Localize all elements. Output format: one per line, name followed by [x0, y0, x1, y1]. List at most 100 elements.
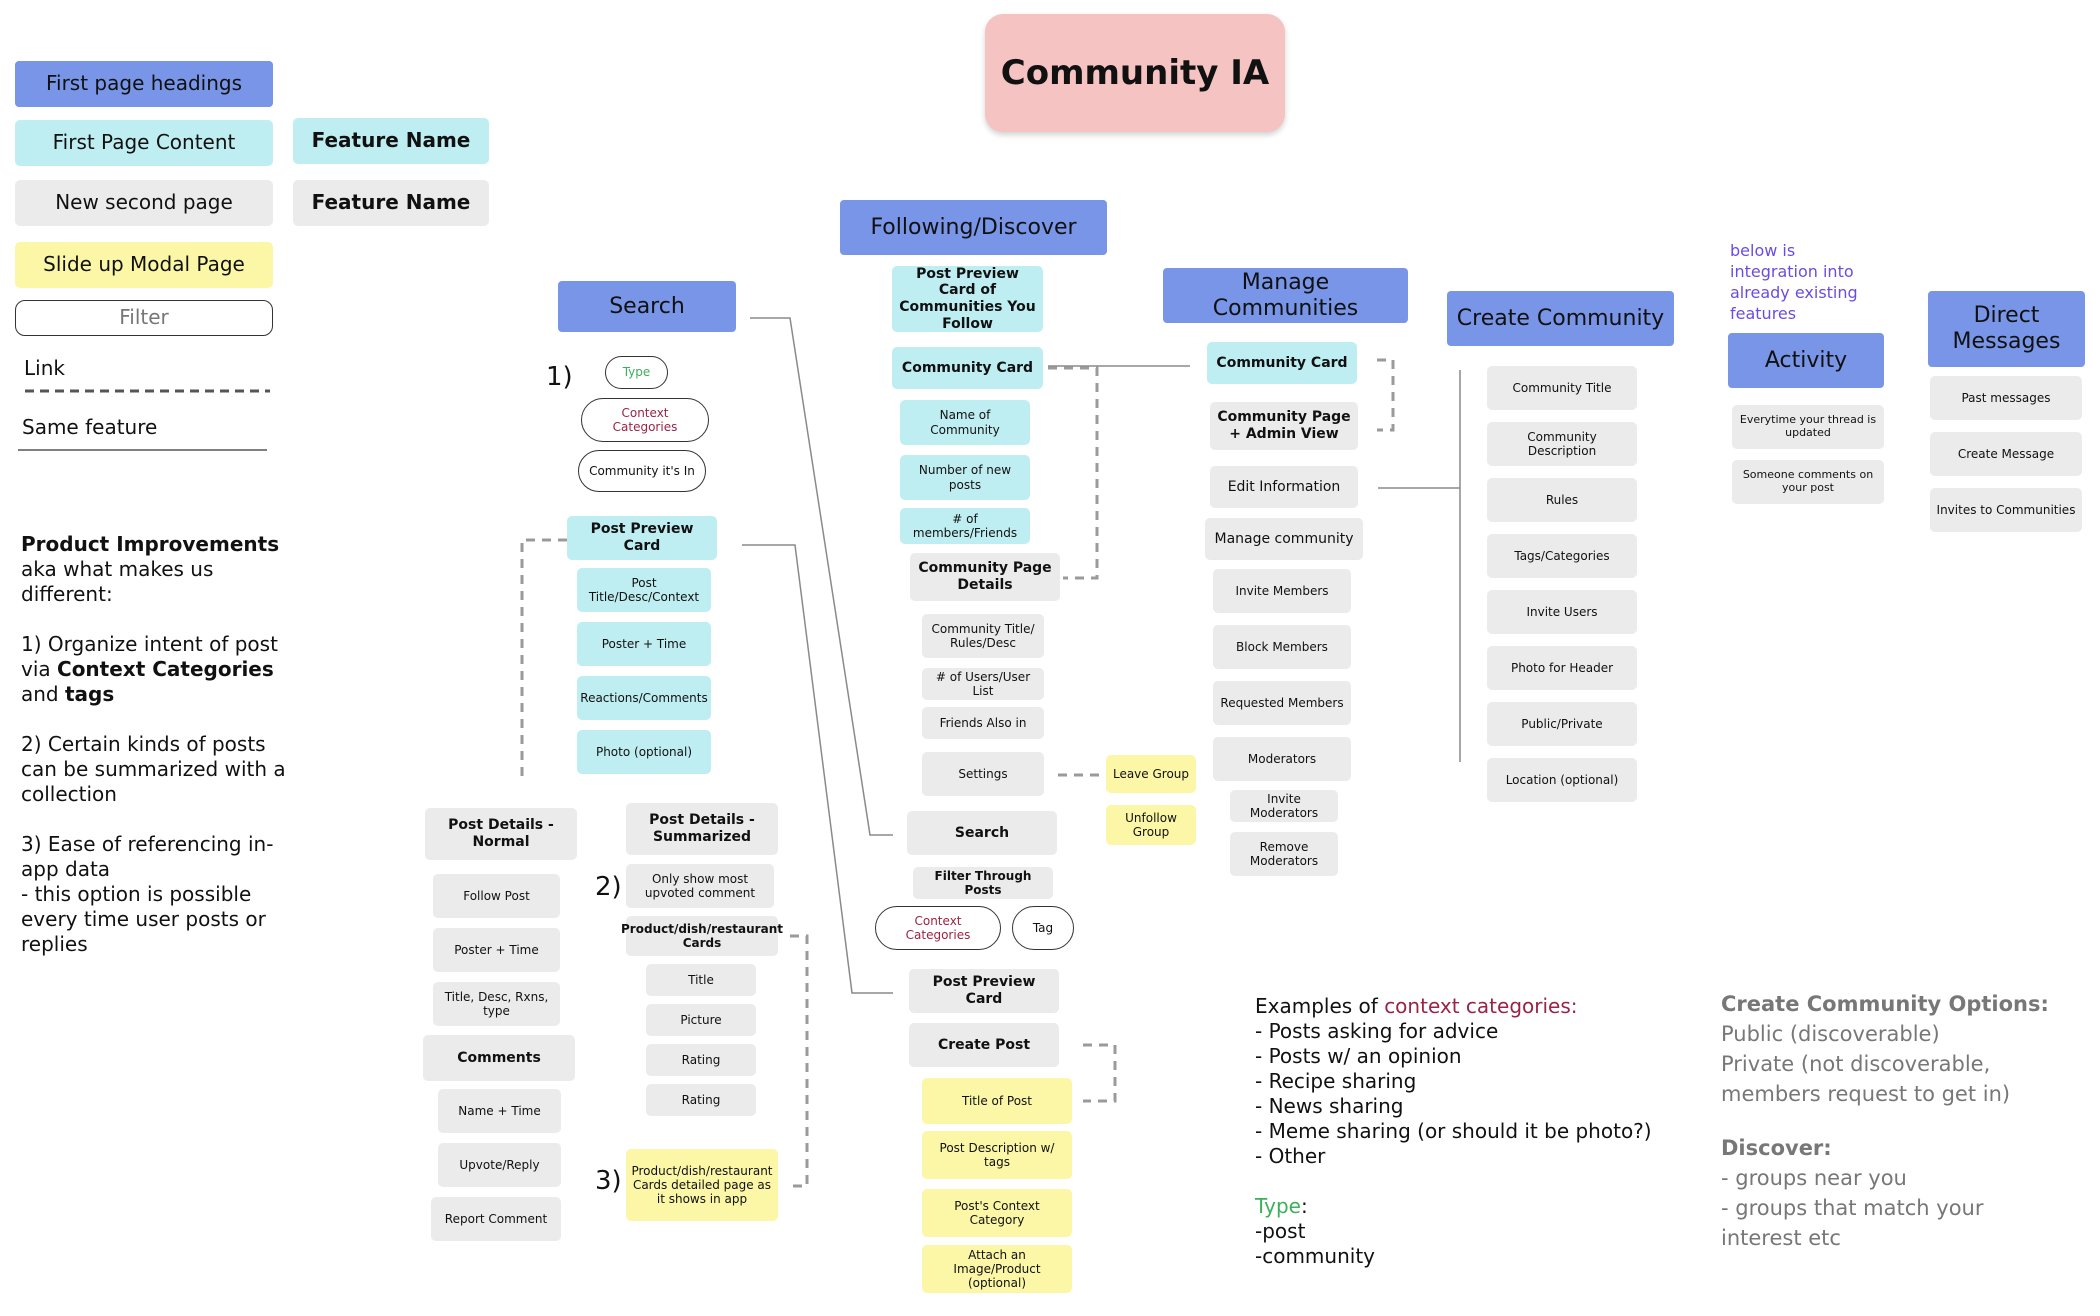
card-item-poster-time: Poster + Time: [577, 622, 711, 666]
legend-first-page-content: First Page Content: [15, 120, 273, 166]
legend-feature-name-1: Feature Name: [293, 118, 489, 164]
filter-pill-tag: Tag: [1012, 906, 1074, 950]
activity-heading: Activity: [1728, 333, 1884, 388]
name-of-community: Name of Community: [900, 400, 1030, 445]
improvement-2: 2) Certain kinds of posts can be summari…: [21, 732, 286, 806]
type-label: Type:: [1255, 1194, 1308, 1218]
improvement-3-note: - this option is possible every time use…: [21, 882, 266, 956]
marker-1: 1): [546, 362, 573, 392]
comment-name-time: Name + Time: [438, 1089, 561, 1133]
edit-information: Edit Information: [1210, 466, 1358, 508]
manage-communities-heading: Manage Communities: [1163, 268, 1408, 323]
filter-community-its-in: Community it's In: [578, 450, 706, 492]
legend-slide-up-modal: Slide up Modal Page: [15, 242, 273, 288]
search-heading: Search: [558, 281, 736, 332]
improvement-3: 3) Ease of referencing in-app data: [21, 832, 274, 881]
examples-lead: Examples of context categories:: [1255, 994, 1578, 1018]
attach-image-product: Attach an Image/Product (optional): [922, 1245, 1072, 1293]
following-community-card: Community Card: [892, 347, 1043, 389]
community-title-rules: Community Title/ Rules/Desc: [922, 614, 1044, 658]
legend-new-second-page: New second page: [15, 180, 273, 226]
example-item: - Posts w/ an opinion: [1255, 1044, 1462, 1068]
normal-title-desc: Title, Desc, Rxns, type: [433, 982, 560, 1026]
options-block: Create Community Options: Public (discov…: [1721, 989, 2051, 1253]
legend-feature-name-2: Feature Name: [293, 180, 489, 226]
number-of-new-posts: Number of new posts: [900, 455, 1030, 500]
product-rating-1: Rating: [646, 1044, 756, 1076]
product-improvements: Product Improvements aka what makes us d…: [21, 532, 286, 957]
create-community-title: Community Title: [1487, 366, 1637, 410]
example-item: - News sharing: [1255, 1094, 1404, 1118]
marker-3: 3): [595, 1166, 622, 1196]
legend-same-feature: Same feature: [22, 415, 158, 439]
dm-invites-to-communities: Invites to Communities: [1930, 488, 2082, 532]
create-public-private: Public/Private: [1487, 702, 1637, 746]
remove-moderators: Remove Moderators: [1230, 832, 1338, 876]
manage-community-card: Community Card: [1207, 342, 1357, 384]
following-post-preview-card: Post Preview Card: [909, 969, 1059, 1013]
card-item-reactions: Reactions/Comments: [577, 676, 711, 720]
normal-poster-time: Poster + Time: [433, 928, 560, 972]
friends-also-in: Friends Also in: [922, 707, 1044, 739]
activity-someone-comments: Someone comments on your post: [1732, 460, 1884, 504]
legend-first-page-headings: First page headings: [15, 61, 273, 107]
discover-line: - groups that match your interest etc: [1721, 1196, 1984, 1250]
search-post-preview-card: Post Preview Card: [567, 516, 717, 560]
create-post: Create Post: [909, 1023, 1059, 1067]
post-details-normal: Post Details - Normal: [425, 808, 577, 860]
following-discover-heading: Following/Discover: [840, 200, 1107, 255]
example-item: - Other: [1255, 1144, 1326, 1168]
options-heading: Create Community Options:: [1721, 992, 2049, 1016]
manage-community: Manage community: [1205, 518, 1363, 560]
create-community-description: Community Description: [1487, 422, 1637, 466]
product-cards: Product/dish/restaurant Cards: [621, 916, 783, 956]
options-line: Private (not discoverable, members reque…: [1721, 1052, 2011, 1106]
unfollow-group: Unfollow Group: [1106, 805, 1196, 845]
integration-note: below is integration into already existi…: [1730, 241, 1858, 323]
page-title: Community IA: [985, 14, 1285, 132]
improvements-heading: Product Improvements: [21, 532, 280, 556]
create-invite-users: Invite Users: [1487, 590, 1637, 634]
type-item: -community: [1255, 1244, 1375, 1268]
members-friends: # of members/Friends: [900, 508, 1030, 544]
title-of-post: Title of Post: [922, 1078, 1072, 1124]
normal-follow-post: Follow Post: [433, 874, 560, 918]
marker-2: 2): [595, 872, 622, 902]
post-description-tags: Post Description w/ tags: [922, 1131, 1072, 1179]
preview-card-communities-followed: Post Preview Card of Communities You Fol…: [892, 266, 1043, 332]
example-item: - Recipe sharing: [1255, 1069, 1417, 1093]
leave-group: Leave Group: [1106, 755, 1196, 793]
direct-messages-heading: Direct Messages: [1928, 291, 2085, 367]
settings: Settings: [922, 752, 1044, 796]
dm-past-messages: Past messages: [1930, 376, 2082, 420]
create-tags-categories: Tags/Categories: [1487, 534, 1637, 578]
discover-line: - groups near you: [1721, 1166, 1907, 1190]
filter-pill-context-categories: Context Categories: [875, 906, 1001, 950]
activity-thread-updated: Everytime your thread is updated: [1732, 405, 1884, 449]
product-rating-2: Rating: [646, 1084, 756, 1116]
dm-create-message: Create Message: [1930, 432, 2082, 476]
moderators: Moderators: [1213, 737, 1351, 781]
summarized-note: Only show most upvoted comment: [626, 864, 774, 908]
block-members: Block Members: [1213, 625, 1351, 669]
create-rules: Rules: [1487, 478, 1637, 522]
users-user-list: # of Users/User List: [922, 668, 1044, 700]
card-item-photo: Photo (optional): [577, 730, 711, 774]
comment-upvote-reply: Upvote/Reply: [438, 1143, 561, 1187]
discover-heading: Discover:: [1721, 1136, 1832, 1160]
following-search: Search: [907, 811, 1057, 855]
invite-members: Invite Members: [1213, 569, 1351, 613]
examples-block: Examples of context categories: - Posts …: [1255, 994, 1695, 1269]
comment-report: Report Comment: [431, 1197, 561, 1241]
options-line: Public (discoverable): [1721, 1022, 1940, 1046]
community-page-admin-view: Community Page + Admin View: [1210, 402, 1358, 450]
requested-members: Requested Members: [1213, 681, 1351, 725]
example-item: - Posts asking for advice: [1255, 1019, 1499, 1043]
create-community-heading: Create Community: [1447, 291, 1674, 346]
community-page-details: Community Page Details: [910, 553, 1060, 601]
improvements-subheading: aka what makes us different:: [21, 557, 214, 606]
example-item: - Meme sharing (or should it be photo?): [1255, 1119, 1652, 1143]
filter-type: Type: [605, 356, 668, 389]
product-title: Title: [646, 964, 756, 996]
